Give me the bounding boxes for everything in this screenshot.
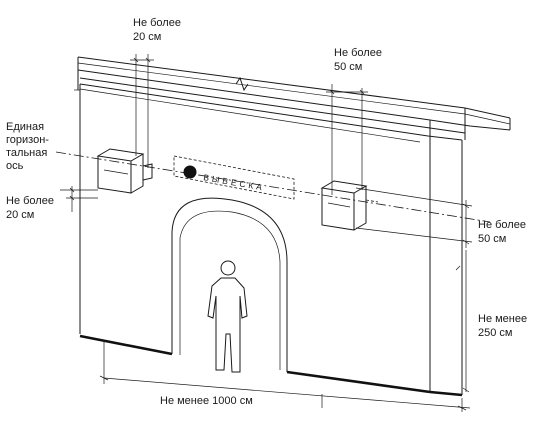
label-left-offset-line1: Не более [6, 195, 54, 207]
dimension-left-offset [60, 186, 98, 212]
label-top-right-line1: Не более [334, 47, 382, 59]
facade-wall [74, 84, 463, 395]
arch [171, 197, 288, 372]
ground-lines [79, 334, 463, 397]
label-axis-line1: Единая [6, 121, 44, 133]
label-right-height-line2: 50 см [478, 233, 506, 245]
right-bracket-sign [320, 180, 379, 231]
dimension-right-height [355, 187, 473, 248]
dimension-right-min [455, 250, 470, 393]
left-bracket-sign [96, 148, 153, 194]
label-top-right-line2: 50 см [334, 61, 362, 73]
label-bottom-width: Не менее 1000 см [160, 395, 253, 407]
wall-sign-vyveska: ВЫВЕСКА [173, 155, 295, 200]
cornice [77, 56, 511, 143]
label-left-offset-line2: 20 см [6, 209, 34, 221]
label-axis-line4: ось [6, 160, 24, 172]
label-right-min-line1: Не менее [478, 313, 527, 325]
label-right-min-line2: 250 см [478, 327, 512, 339]
label-axis-line3: тальная [6, 147, 47, 159]
sign-text: ВЫВЕСКА [203, 172, 266, 193]
label-axis-line2: горизон- [6, 134, 49, 146]
dimension-bottom-width [99, 340, 471, 412]
person-figure [207, 260, 248, 373]
horizontal-axis [55, 151, 491, 223]
dimension-top-left [130, 54, 154, 168]
label-right-height-line1: Не более [478, 219, 526, 231]
label-top-left-line1: Не более [133, 17, 181, 29]
sign-logo-circle [183, 165, 197, 179]
label-top-left-line2: 20 см [133, 31, 161, 43]
dimension-top-right [326, 84, 368, 195]
